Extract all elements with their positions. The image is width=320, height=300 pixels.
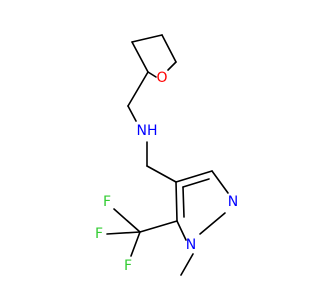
bond-ch2-nh	[127, 105, 137, 122]
molecule-drawing: O NH N N F F F	[95, 34, 238, 276]
fluorine-label-3: F	[124, 258, 132, 274]
oxolane-ring	[131, 34, 177, 78]
bond-c3-c4	[131, 34, 163, 43]
bond-o-c2	[147, 71, 157, 78]
bond-n2-n1	[199, 212, 226, 235]
bond-c2-c3	[131, 41, 149, 73]
bond-c4-c5	[161, 34, 177, 63]
bond-c5-c4-double	[182, 186, 185, 218]
bond-c5-c4	[175, 181, 178, 222]
bond-c5-o	[167, 61, 177, 71]
pyrazole-n2-label: N	[228, 194, 238, 210]
pyrazole-n1-label: N	[186, 237, 196, 253]
bond-c3-n2	[211, 170, 229, 194]
bond-n1-c5	[176, 220, 187, 241]
bond-c5-cf3	[139, 220, 178, 233]
fluorine-label-2: F	[95, 226, 103, 242]
structure-canvas: O NH N N F F F	[95, 34, 238, 276]
bond-c4-c3-double	[182, 178, 210, 188]
pyrazole-ring	[175, 170, 229, 241]
bond-n1-methyl	[180, 253, 194, 276]
bond-c-f2	[106, 231, 141, 235]
amine-label: NH	[137, 123, 158, 139]
oxygen-label: O	[156, 70, 167, 86]
bond-c4-c3	[175, 170, 213, 183]
fluorine-label-1: F	[103, 194, 111, 210]
bond-c2-ch2	[127, 71, 149, 107]
bond-c-f1	[113, 208, 141, 233]
bond-ch2-c4pyr	[146, 165, 177, 183]
bond-c-f3	[130, 231, 141, 257]
linker-chain	[127, 71, 177, 183]
trifluoromethyl-group	[106, 208, 178, 257]
